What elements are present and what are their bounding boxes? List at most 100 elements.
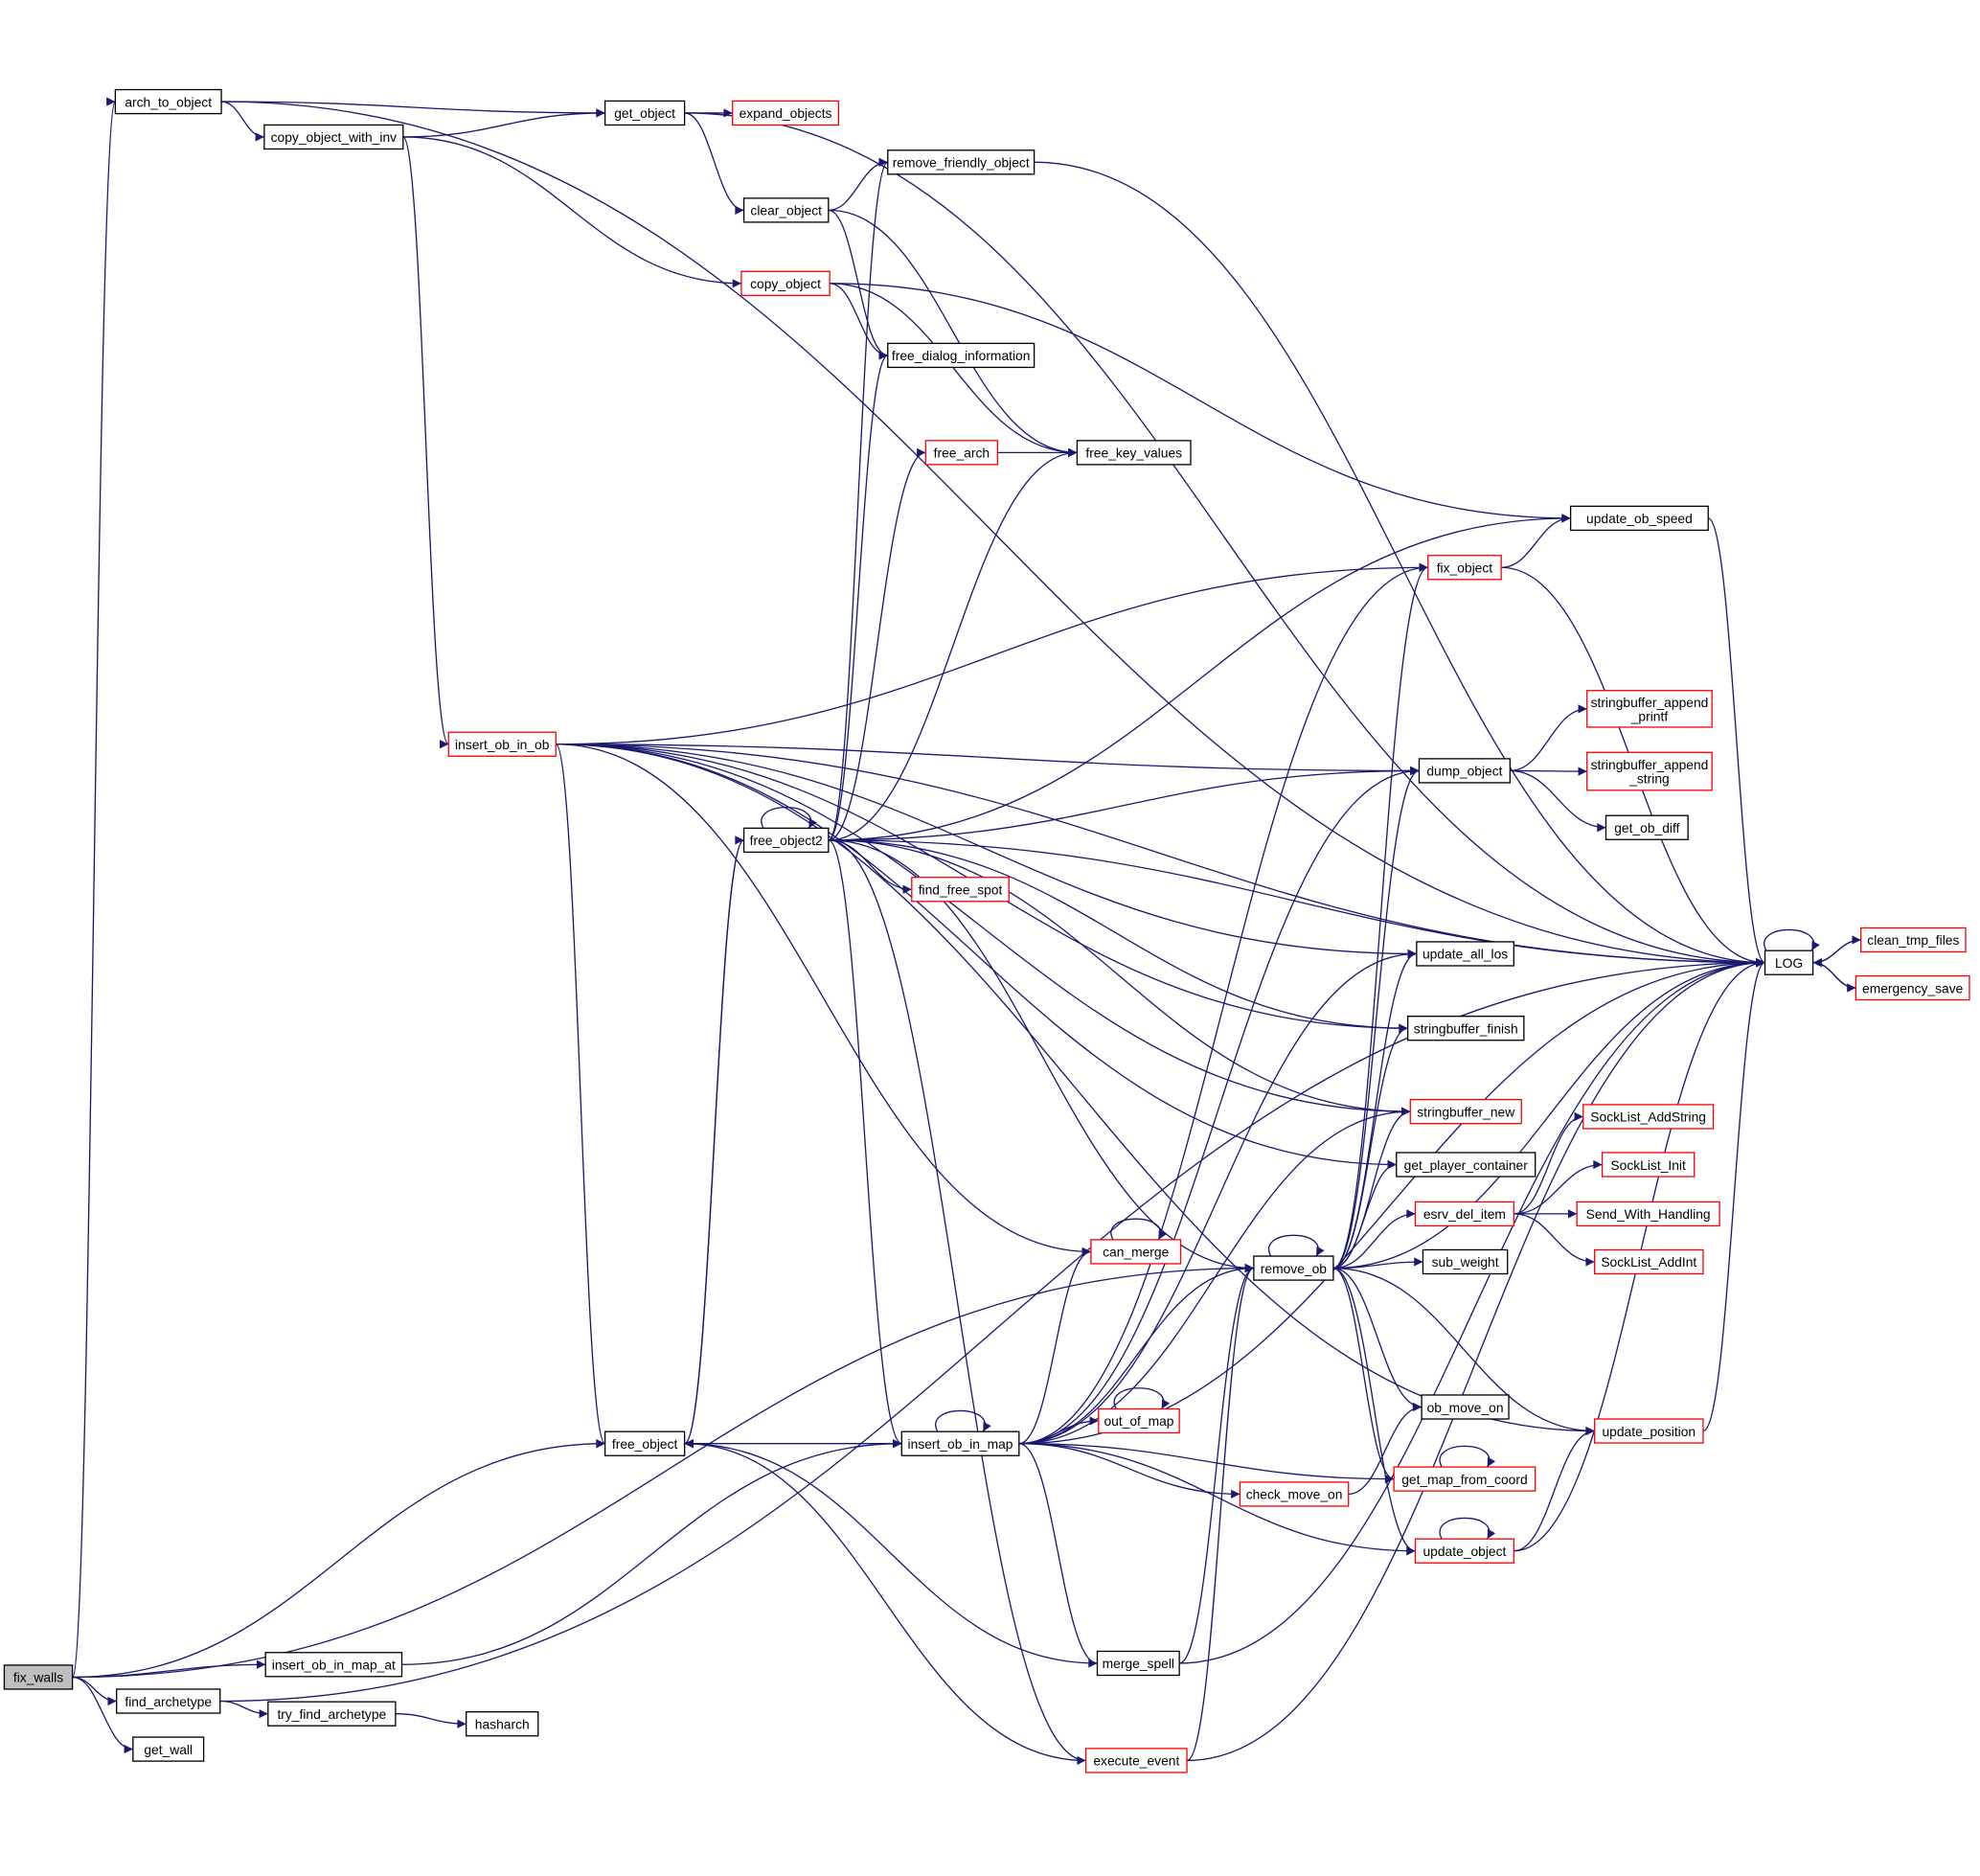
node-box (1582, 1104, 1715, 1130)
edge-find_archetype-to-try_find_archetype (219, 1700, 268, 1719)
node-update_all_los[interactable]: update_all_los (1416, 941, 1514, 967)
node-SockList_AddString[interactable]: SockList_AddString (1582, 1104, 1715, 1130)
edge-insert_ob_in_ob-to-get_player_container (556, 744, 1397, 1170)
node-clean_tmp_files[interactable]: clean_tmp_files (1860, 927, 1967, 953)
node-free_key_values[interactable]: free_key_values (1076, 440, 1192, 466)
node-box (603, 1430, 686, 1456)
node-remove_friendly_object[interactable]: remove_friendly_object (887, 149, 1036, 175)
edge-free_object2-to-update_ob_speed (828, 514, 1571, 841)
node-SockList_Init[interactable]: SockList_Init (1601, 1152, 1696, 1178)
edge-esrv_del_item-to-SockList_Init (1513, 1159, 1603, 1215)
node-dump_object[interactable]: dump_object (1418, 758, 1512, 784)
edge-free_object2-to-dump_object (828, 766, 1420, 841)
node-label: merge_spell (1103, 1656, 1174, 1671)
edge-clear_object-to-free_dialog_information (828, 209, 888, 360)
node-insert_ob_in_map[interactable]: insert_ob_in_map (900, 1430, 1020, 1456)
node-esrv_del_item[interactable]: esrv_del_item (1414, 1201, 1514, 1227)
edge-insert_ob_in_map_at-to-insert_ob_in_map (401, 1439, 902, 1665)
node-box (132, 1736, 205, 1762)
node-fix_object[interactable]: fix_object (1427, 555, 1502, 581)
node-hasharch[interactable]: hasharch (466, 1711, 539, 1737)
node-label: update_ob_speed (1586, 511, 1693, 526)
edge-execute_event-to-free_object (684, 1439, 1086, 1762)
node-update_object[interactable]: update_object (1414, 1538, 1514, 1564)
node-check_move_on[interactable]: check_move_on (1239, 1481, 1350, 1507)
edge-fix_walls-to-arch_to_object (71, 98, 116, 1679)
node-get_object[interactable]: get_object (603, 100, 686, 126)
node-fix_walls[interactable]: fix_walls (3, 1664, 74, 1690)
node-box (264, 1652, 403, 1678)
node-stringbuffer_finish[interactable]: stringbuffer_finish (1406, 1016, 1525, 1041)
node-stringbuffer_new[interactable]: stringbuffer_new (1409, 1098, 1522, 1125)
node-box (1414, 1201, 1514, 1227)
edge-insert_ob_in_map-to-insert_ob_in_map (935, 1409, 991, 1432)
node-execute_event[interactable]: execute_event (1084, 1748, 1188, 1773)
node-sub_weight[interactable]: sub_weight (1422, 1248, 1509, 1275)
node-find_free_spot[interactable]: find_free_spot (911, 877, 1010, 903)
node-emergency_save[interactable]: emergency_save (1855, 974, 1970, 1001)
node-label: insert_ob_in_map (908, 1436, 1013, 1452)
node-box (924, 440, 999, 466)
edge-free_object2-to-free_key_values (828, 447, 1078, 841)
node-label: insert_ob_in_ob (455, 737, 550, 752)
edge-out_of_map-to-out_of_map (1113, 1387, 1171, 1409)
node-update_ob_speed[interactable]: update_ob_speed (1569, 505, 1709, 532)
node-find_archetype[interactable]: find_archetype (116, 1688, 221, 1714)
edge-merge_spell-to-free_object (684, 1439, 1098, 1664)
node-insert_ob_in_ob[interactable]: insert_ob_in_ob (447, 731, 557, 757)
node-copy_object_with_inv[interactable]: copy_object_with_inv (263, 124, 404, 150)
node-sb_string[interactable]: stringbuffer_append_string (1586, 751, 1713, 791)
node-can_merge[interactable]: can_merge (1090, 1239, 1182, 1265)
node-label: remove_friendly_object (893, 155, 1030, 171)
node-box (1096, 1650, 1180, 1677)
node-remove_ob[interactable]: remove_ob (1253, 1255, 1334, 1281)
edge-fix_walls-to-get_wall (72, 1676, 133, 1754)
edge-dump_object-to-sb_printf (1510, 704, 1587, 772)
node-copy_object[interactable]: copy_object (740, 270, 831, 296)
edge-copy_object-to-free_dialog_information (830, 283, 888, 360)
node-expand_objects[interactable]: expand_objects (732, 100, 840, 126)
node-label: stringbuffer_append_printf (1591, 695, 1709, 723)
edge-check_move_on-to-ob_move_on (1348, 1402, 1422, 1496)
node-sb_printf[interactable]: stringbuffer_append_printf (1586, 690, 1713, 728)
edge-free_object-to-free_object2 (684, 835, 745, 1445)
node-get_ob_diff[interactable]: get_ob_diff (1604, 814, 1689, 840)
edge-insert_ob_in_ob-to-fix_object (556, 562, 1428, 745)
node-Send_With_Handling[interactable]: Send_With_Handling (1576, 1201, 1720, 1227)
node-box (466, 1711, 539, 1737)
node-box (447, 731, 557, 757)
node-box (1409, 1098, 1522, 1125)
node-box (911, 877, 1010, 903)
node-label: SockList_AddInt (1601, 1254, 1696, 1270)
node-free_object2[interactable]: free_object2 (742, 827, 830, 854)
edge-fix_walls-to-remove_ob (72, 1263, 1254, 1679)
node-label: esrv_del_item (1423, 1206, 1506, 1222)
node-label: get_map_from_coord (1401, 1472, 1527, 1487)
node-try_find_archetype[interactable]: try_find_archetype (267, 1701, 397, 1727)
edge-free_object2-to-free_dialog_information (828, 351, 889, 841)
node-get_player_container[interactable]: get_player_container (1396, 1152, 1536, 1178)
edge-insert_ob_in_ob-to-stringbuffer_new (556, 744, 1411, 1116)
node-free_arch[interactable]: free_arch (924, 440, 999, 466)
node-label: free_dialog_information (892, 348, 1031, 363)
node-get_wall[interactable]: get_wall (132, 1736, 205, 1762)
node-insert_ob_in_map_at[interactable]: insert_ob_in_map_at (264, 1652, 403, 1678)
node-label: update_all_los (1422, 947, 1508, 962)
node-update_position[interactable]: update_position (1593, 1418, 1704, 1444)
node-LOG[interactable]: LOG (1764, 949, 1814, 975)
node-arch_to_object[interactable]: arch_to_object (114, 88, 222, 115)
node-ob_move_on[interactable]: ob_move_on (1421, 1394, 1510, 1420)
edge-remove_ob-to-update_position (1332, 1267, 1595, 1436)
node-get_map_from_coord[interactable]: get_map_from_coord (1393, 1466, 1536, 1492)
edge-insert_ob_in_ob-to-dump_object (556, 744, 1420, 776)
node-merge_spell[interactable]: merge_spell (1096, 1650, 1180, 1677)
node-clear_object[interactable]: clear_object (742, 197, 830, 223)
edge-esrv_del_item-to-SockList_AddInt (1513, 1213, 1595, 1267)
node-label: stringbuffer_append_string (1591, 757, 1709, 786)
node-out_of_map[interactable]: out_of_map (1098, 1407, 1180, 1434)
node-free_dialog_information[interactable]: free_dialog_information (887, 342, 1036, 369)
edge-free_object2-to-insert_ob_in_map (828, 839, 902, 1449)
node-free_object[interactable]: free_object (603, 1430, 686, 1456)
node-SockList_AddInt[interactable]: SockList_AddInt (1593, 1248, 1704, 1275)
